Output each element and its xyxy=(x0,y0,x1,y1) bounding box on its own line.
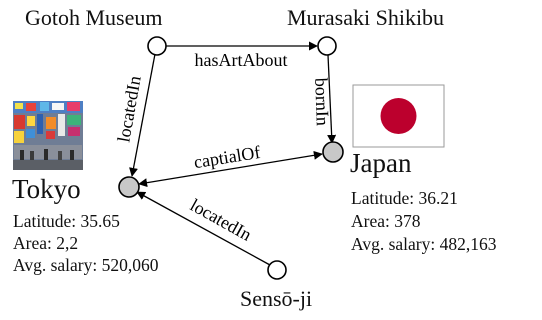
japan-attr-latitude: Latitude: 36.21 xyxy=(351,188,458,208)
edge-born-in xyxy=(327,54,337,144)
node-gotoh-museum xyxy=(147,36,167,56)
node-murasaki-shikibu xyxy=(317,36,337,56)
edge-label-born-in: bornIn xyxy=(311,77,333,126)
edge-capital-of xyxy=(138,150,323,188)
japan-attr-avg-salary: Avg. salary: 482,163 xyxy=(351,234,497,254)
node-label-japan: Japan xyxy=(350,148,412,178)
edge-label-located-in-temple: locatedIn xyxy=(187,195,255,245)
node-label-gotoh-museum: Gotoh Museum xyxy=(25,5,163,30)
edge-label-has-art-about: hasArtAbout xyxy=(195,50,288,70)
edge-located-in-museum xyxy=(129,53,156,177)
node-tokyo xyxy=(118,176,140,198)
node-label-murasaki-shikibu: Murasaki Shikibu xyxy=(287,5,445,30)
japan-attr-area: Area: 378 xyxy=(351,211,421,231)
node-japan xyxy=(322,141,344,163)
tokyo-street-image xyxy=(13,101,83,170)
tokyo-attr-area: Area: 2,2 xyxy=(13,233,79,253)
tokyo-attr-avg-salary: Avg. salary: 520,060 xyxy=(13,255,159,275)
tokyo-attr-latitude: Latitude: 35.65 xyxy=(13,211,120,231)
edge-label-capital-of: captialOf xyxy=(192,142,261,172)
node-label-tokyo: Tokyo xyxy=(12,174,81,204)
edge-located-in-temple xyxy=(136,191,271,266)
node-label-senso-ji: Sensō-ji xyxy=(240,286,313,311)
japan-flag-image xyxy=(352,84,445,148)
node-senso-ji xyxy=(267,260,287,280)
